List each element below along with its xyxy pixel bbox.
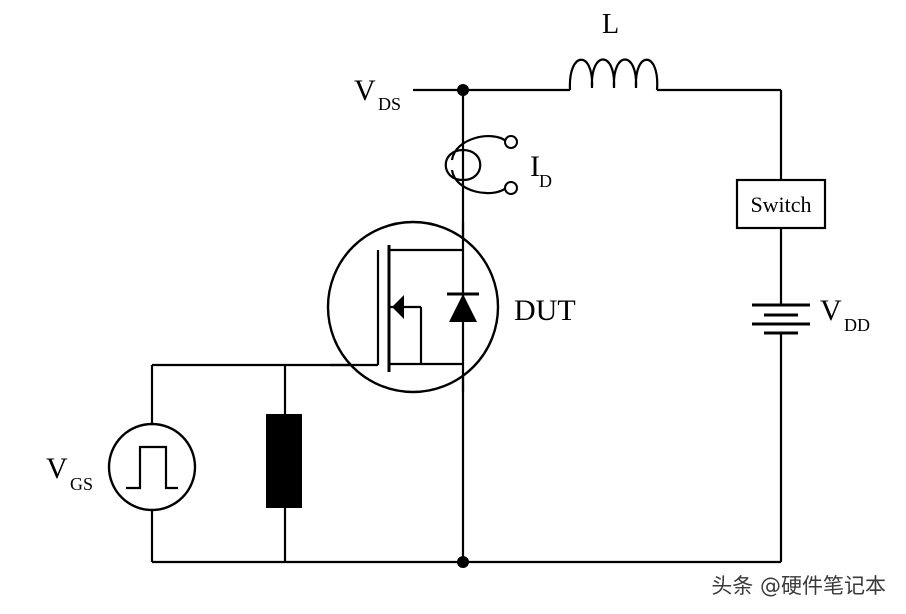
inductor-symbol: [568, 58, 659, 91]
vgs-subscript: GS: [70, 474, 93, 494]
current-probe: [444, 135, 518, 195]
vds-subscript: DS: [378, 94, 401, 114]
resistor-symbol: [266, 414, 302, 508]
vds-label: V: [354, 74, 376, 107]
vgs-label: V: [46, 452, 68, 485]
vgs-pulse-source: [107, 422, 197, 512]
node-source: [457, 556, 469, 568]
id-subscript: D: [539, 171, 552, 191]
battery-vdd: [752, 303, 810, 335]
mosfet-dut: [326, 220, 500, 394]
vdd-subscript: DD: [844, 315, 870, 335]
switch-box: [735, 178, 827, 230]
vdd-label: V: [820, 294, 842, 327]
switch-label: Switch: [750, 192, 811, 217]
node-drain: [457, 84, 469, 96]
watermark: 头条 @硬件笔记本: [711, 574, 886, 598]
inductor-label: L: [602, 9, 619, 40]
dut-label: DUT: [514, 294, 576, 327]
id-label: I: [530, 150, 540, 183]
